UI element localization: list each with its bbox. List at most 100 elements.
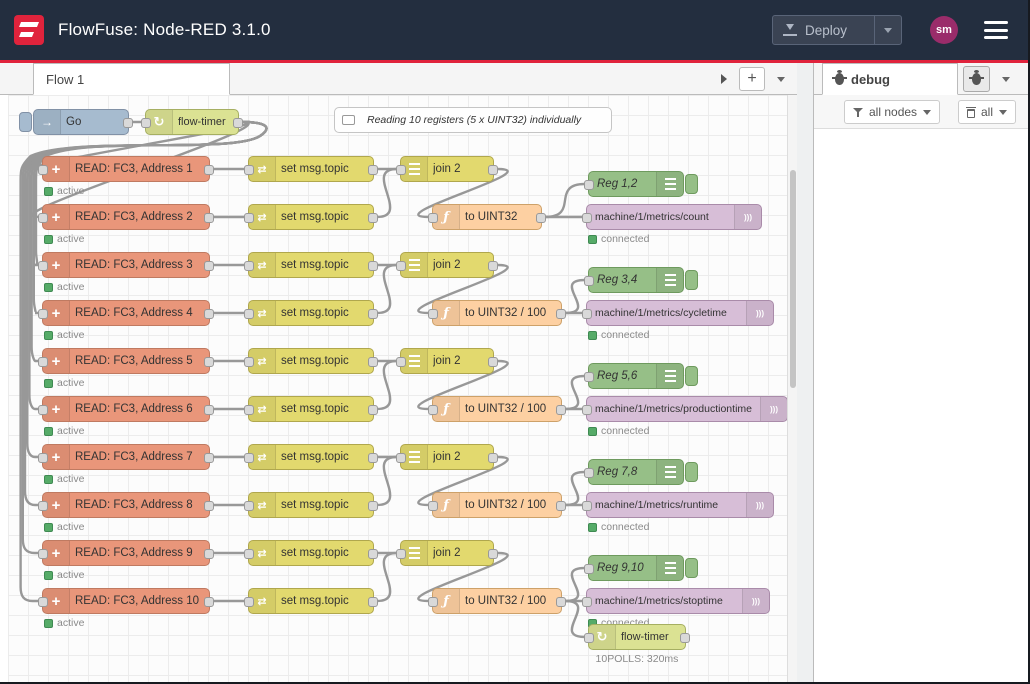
input-port[interactable] [244, 309, 254, 319]
input-port[interactable] [582, 501, 592, 511]
input-port[interactable] [584, 564, 594, 574]
node-set2[interactable]: ⇄set msg.topic [244, 204, 378, 230]
output-port[interactable] [368, 597, 378, 607]
wire[interactable] [417, 263, 509, 315]
output-port[interactable] [123, 118, 133, 128]
node-read6[interactable]: +READ: FC3, Address 6 [38, 396, 214, 422]
input-port[interactable] [244, 501, 254, 511]
input-port[interactable] [396, 261, 406, 271]
input-port[interactable] [396, 549, 406, 559]
inject-button[interactable] [19, 112, 32, 132]
output-port[interactable] [488, 357, 498, 367]
node-read7[interactable]: +READ: FC3, Address 7 [38, 444, 214, 470]
wire[interactable] [564, 374, 586, 411]
input-port[interactable] [38, 357, 48, 367]
input-port[interactable] [396, 357, 406, 367]
node-mqtt3[interactable]: )))machine/1/metrics/productiontime [582, 396, 787, 422]
node-read3[interactable]: +READ: FC3, Address 3 [38, 252, 214, 278]
output-port[interactable] [368, 309, 378, 319]
deploy-button[interactable]: Deploy [772, 15, 902, 45]
input-port[interactable] [38, 453, 48, 463]
input-port[interactable] [244, 453, 254, 463]
input-port[interactable] [38, 165, 48, 175]
input-port[interactable] [396, 453, 406, 463]
output-port[interactable] [556, 597, 566, 607]
node-debug3[interactable]: Reg 5,6 [584, 363, 698, 389]
node-mqtt2[interactable]: )))machine/1/metrics/cycletime [582, 300, 774, 326]
output-port[interactable] [536, 213, 546, 223]
node-set7[interactable]: ⇄set msg.topic [244, 444, 378, 470]
output-port[interactable] [368, 549, 378, 559]
node-join4[interactable]: join 2 [396, 444, 498, 470]
node-set3[interactable]: ⇄set msg.topic [244, 252, 378, 278]
wire[interactable] [376, 263, 398, 315]
input-port[interactable] [244, 405, 254, 415]
scrollbar-thumb[interactable] [790, 170, 796, 388]
user-avatar[interactable]: sm [930, 16, 958, 44]
node-set4[interactable]: ⇄set msg.topic [244, 300, 378, 326]
node-mqtt1[interactable]: )))machine/1/metrics/count [582, 204, 762, 230]
input-port[interactable] [582, 405, 592, 415]
canvas-scrollbar[interactable] [787, 95, 797, 684]
node-join1[interactable]: join 2 [396, 156, 498, 182]
node-read4[interactable]: +READ: FC3, Address 4 [38, 300, 214, 326]
wire[interactable] [376, 551, 398, 603]
input-port[interactable] [428, 405, 438, 415]
node-set1[interactable]: ⇄set msg.topic [244, 156, 378, 182]
node-read10[interactable]: +READ: FC3, Address 10 [38, 588, 214, 614]
input-port[interactable] [582, 597, 592, 607]
node-inject[interactable]: →Go [19, 109, 133, 135]
debug-toggle-button[interactable] [685, 174, 698, 194]
output-port[interactable] [556, 501, 566, 511]
node-join2[interactable]: join 2 [396, 252, 498, 278]
input-port[interactable] [38, 597, 48, 607]
output-port[interactable] [368, 357, 378, 367]
debug-toggle-button[interactable] [685, 366, 698, 386]
tab-flow-1[interactable]: Flow 1 [33, 63, 230, 95]
input-port[interactable] [244, 261, 254, 271]
output-port[interactable] [556, 309, 566, 319]
output-port[interactable] [368, 501, 378, 511]
wire[interactable] [376, 455, 398, 507]
debug-toggle-button[interactable] [685, 558, 698, 578]
input-port[interactable] [38, 549, 48, 559]
output-port[interactable] [204, 549, 214, 559]
input-port[interactable] [38, 501, 48, 511]
input-port[interactable] [38, 261, 48, 271]
output-port[interactable] [680, 633, 690, 643]
wire[interactable] [19, 120, 268, 603]
input-port[interactable] [584, 372, 594, 382]
wire[interactable] [417, 167, 509, 219]
output-port[interactable] [204, 261, 214, 271]
wire[interactable] [564, 566, 586, 603]
wire[interactable] [417, 551, 509, 603]
input-port[interactable] [244, 357, 254, 367]
output-port[interactable] [204, 165, 214, 175]
node-set8[interactable]: ⇄set msg.topic [244, 492, 378, 518]
node-read2[interactable]: +READ: FC3, Address 2 [38, 204, 214, 230]
wire[interactable] [376, 167, 398, 219]
input-port[interactable] [244, 165, 254, 175]
filter-nodes-dropdown[interactable]: all nodes [844, 100, 941, 124]
node-read8[interactable]: +READ: FC3, Address 8 [38, 492, 214, 518]
wire[interactable] [417, 455, 509, 507]
input-port[interactable] [584, 276, 594, 286]
wire[interactable] [564, 599, 586, 639]
output-port[interactable] [368, 213, 378, 223]
node-mqtt4[interactable]: )))machine/1/metrics/runtime [582, 492, 774, 518]
node-debug2[interactable]: Reg 3,4 [584, 267, 698, 293]
input-port[interactable] [244, 549, 254, 559]
input-port[interactable] [244, 597, 254, 607]
node-set6[interactable]: ⇄set msg.topic [244, 396, 378, 422]
wire[interactable] [564, 278, 586, 315]
debug-toggle-button[interactable] [685, 270, 698, 290]
input-port[interactable] [396, 165, 406, 175]
main-menu-button[interactable] [984, 21, 1008, 39]
input-port[interactable] [141, 118, 151, 128]
input-port[interactable] [428, 597, 438, 607]
